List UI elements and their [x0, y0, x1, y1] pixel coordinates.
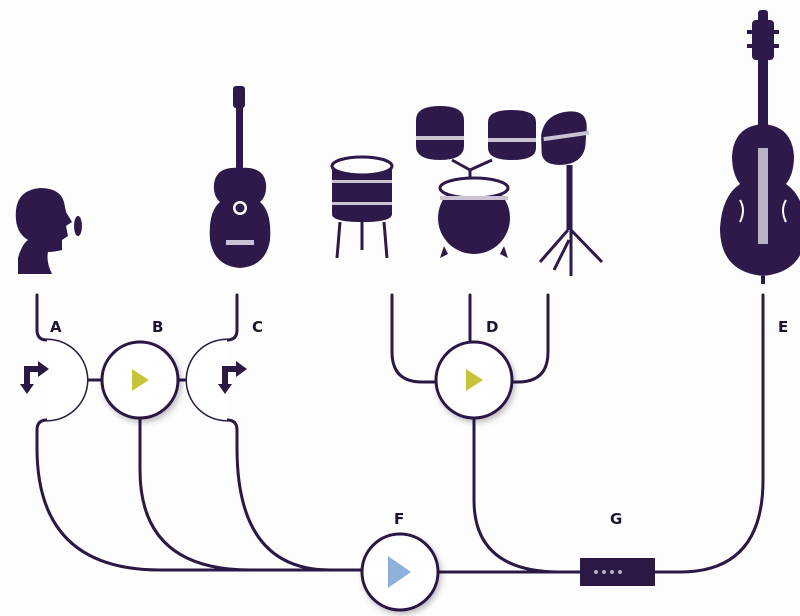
label-a: A [50, 318, 62, 336]
send-node-c[interactable] [187, 340, 247, 420]
play-icon [466, 369, 483, 391]
wire-track-b-to-master-f [138, 416, 364, 572]
label-e: E [778, 318, 788, 336]
wire-track-d-to-output-g [472, 418, 582, 574]
wire-send-c-to-master-f [235, 446, 364, 572]
play-icon [132, 369, 149, 391]
label-c: C [252, 318, 263, 336]
acoustic-guitar-icon [209, 86, 271, 268]
track-node-b[interactable] [100, 340, 180, 420]
drum-kit-icon [330, 106, 604, 276]
wire-bass-to-output-g [653, 293, 765, 574]
send-icon [218, 361, 247, 394]
label-d: D [486, 318, 498, 336]
play-icon [388, 556, 411, 588]
track-node-d[interactable] [434, 340, 514, 420]
wire-snare-to-track-d [390, 293, 438, 384]
send-node-a[interactable] [20, 340, 87, 420]
master-node-f[interactable] [360, 532, 440, 612]
wires [35, 293, 765, 574]
label-b: B [152, 318, 163, 336]
voice-icon [15, 188, 82, 274]
label-g: G [610, 510, 622, 528]
wire-send-a-to-master-f [35, 446, 364, 572]
double-bass-icon [720, 10, 800, 284]
hardware-output-g[interactable] [580, 558, 655, 586]
hardware-output-icon [580, 558, 655, 586]
wire-cymbal-to-track-d [510, 293, 550, 384]
send-icon [20, 361, 49, 394]
label-f: F [394, 510, 404, 528]
